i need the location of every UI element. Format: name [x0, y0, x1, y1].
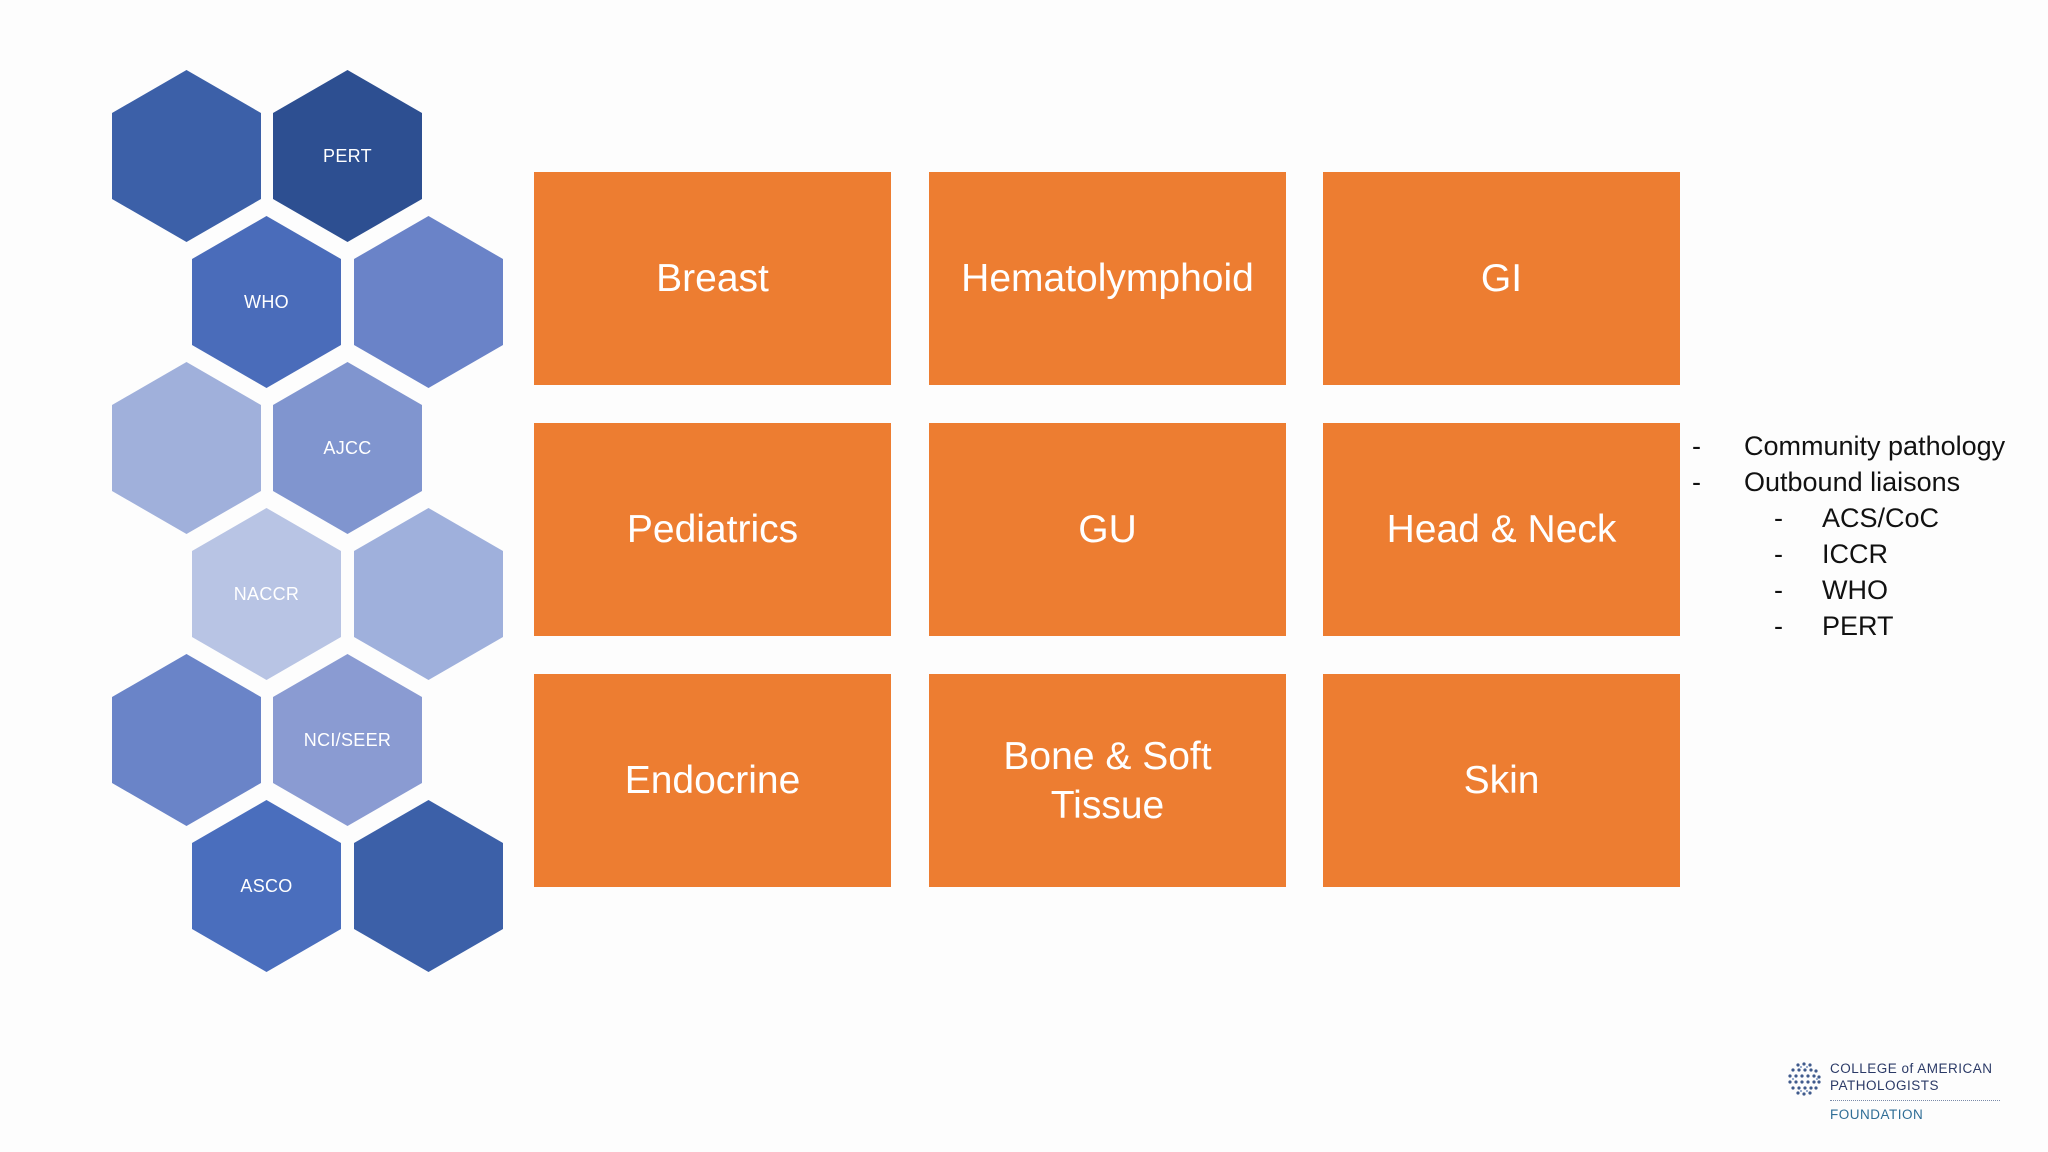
tile-hematolymphoid: Hematolymphoid	[929, 172, 1286, 385]
tile-label: Pediatrics	[626, 508, 799, 551]
tile-label: Hematolymphoid	[961, 257, 1254, 300]
tile-head-neck: Head & Neck	[1323, 423, 1680, 636]
hexagon-label: NCI/SEER	[303, 729, 392, 750]
hexagon-9	[112, 654, 261, 826]
list-item: - Community pathology	[1692, 428, 2005, 464]
tile-endocrine: Endocrine	[534, 674, 891, 887]
tile-label: Breast	[656, 257, 769, 300]
hexagon-8	[354, 508, 503, 680]
hexagon-label: AJCC	[323, 437, 372, 458]
hexagon-12	[354, 800, 503, 972]
list-item-text: WHO	[1822, 575, 1888, 605]
bullet-dash: -	[1692, 431, 1701, 461]
hexagon-label: PERT	[323, 145, 372, 166]
hexagon-asco: ASCO	[192, 800, 341, 972]
tile-pediatrics: Pediatrics	[534, 423, 891, 636]
tile-label-line2: Tissue	[1050, 783, 1165, 827]
hexagon-5	[112, 362, 261, 534]
list-item-text: ACS/CoC	[1822, 503, 1940, 533]
tile-gu: GU	[929, 423, 1286, 636]
tile-label: Bone & Soft Tissue	[1003, 732, 1211, 830]
tile-skin: Skin	[1323, 674, 1680, 887]
tile-breast: Breast	[534, 172, 891, 385]
liaisons-list: -Community pathology -Outbound liaisons …	[1692, 428, 2005, 644]
list-item: - Outbound liaisons	[1692, 464, 2005, 500]
hexagon-ajcc: AJCC	[273, 362, 422, 534]
list-item-text: Community pathology	[1744, 431, 2006, 461]
cap-foundation-logo: COLLEGE of AMERICAN PATHOLOGISTS FOUNDAT…	[1785, 1058, 2000, 1126]
bullet-dash: -	[1774, 575, 1783, 605]
dotted-globe-icon	[1788, 1062, 1821, 1096]
logo-text-line2: PATHOLOGISTS	[1830, 1078, 1940, 1093]
tile-label: Endocrine	[624, 759, 801, 802]
logo-divider	[1830, 1100, 2000, 1101]
tile-label-line1: Bone & Soft	[1003, 734, 1212, 778]
hexagon-naccr: NACCR	[192, 508, 341, 680]
hexagon-who: WHO	[192, 216, 341, 388]
hexagon-nci-seer: NCI/SEER	[273, 654, 422, 826]
list-subitem: - PERT	[1692, 608, 2005, 644]
tile-label: GI	[1480, 257, 1523, 300]
tile-gi: GI	[1323, 172, 1680, 385]
logo-text-line1: COLLEGE of AMERICAN	[1830, 1061, 1993, 1076]
tile-label: GU	[1078, 508, 1137, 551]
list-subitem: - ICCR	[1692, 536, 2005, 572]
list-item-text: PERT	[1822, 611, 1894, 641]
hexagon-label: NACCR	[233, 583, 300, 604]
logo-text-line3: FOUNDATION	[1830, 1107, 1924, 1122]
bullet-dash: -	[1774, 503, 1783, 533]
bullet-dash: -	[1774, 611, 1783, 641]
bullet-dash: -	[1774, 539, 1783, 569]
tile-label: Skin	[1463, 759, 1540, 802]
list-subitem: - ACS/CoC	[1692, 500, 2005, 536]
list-subitem: - WHO	[1692, 572, 2005, 608]
hexagon-pert: PERT	[273, 70, 422, 242]
list-item-text: Outbound liaisons	[1744, 467, 1961, 497]
bullet-dash: -	[1692, 467, 1701, 497]
hexagon-1	[112, 70, 261, 242]
tile-bone-soft-tissue: Bone & Soft Tissue	[929, 674, 1286, 887]
tile-label: Head & Neck	[1386, 508, 1617, 551]
hexagon-4	[354, 216, 503, 388]
list-item-text: ICCR	[1822, 539, 1888, 569]
hexagon-label: ASCO	[240, 875, 293, 896]
hexagon-label: WHO	[244, 291, 289, 312]
